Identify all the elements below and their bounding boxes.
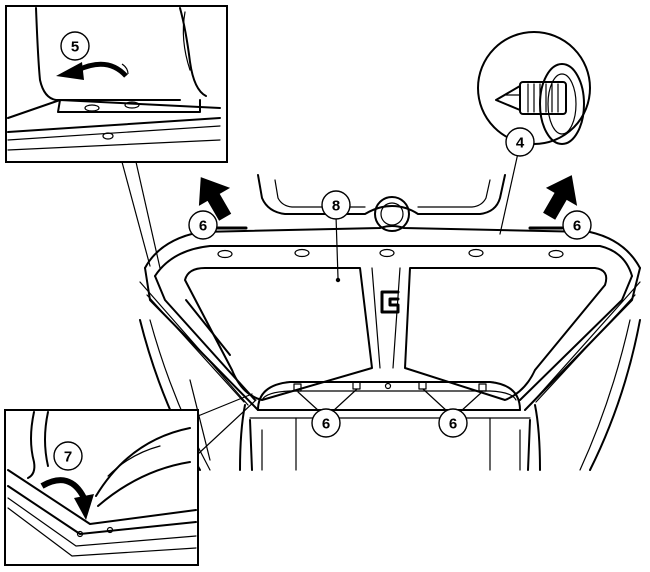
lift-arrow-left bbox=[198, 177, 248, 230]
leader-lines-6-left bbox=[297, 388, 358, 413]
callout-8: 8 bbox=[321, 190, 351, 220]
leader-line-7 bbox=[197, 393, 257, 455]
inset-detail-4 bbox=[477, 31, 591, 145]
leader-line-8 bbox=[335, 215, 339, 279]
svg-text:6: 6 bbox=[573, 218, 581, 235]
callout-6-clips-left: 6 bbox=[311, 408, 341, 438]
callout-6-left-arrow: 6 bbox=[188, 210, 218, 240]
svg-text:8: 8 bbox=[332, 198, 340, 215]
inset-panel-5 bbox=[5, 5, 228, 163]
leader-line-4 bbox=[499, 143, 521, 235]
inset-panel-7 bbox=[4, 409, 199, 566]
callout-6-right-arrow: 6 bbox=[562, 210, 592, 240]
svg-text:6: 6 bbox=[322, 416, 330, 433]
lift-arrow-right bbox=[528, 175, 578, 230]
svg-text:6: 6 bbox=[199, 218, 207, 235]
svg-text:7: 7 bbox=[64, 449, 72, 466]
svg-text:5: 5 bbox=[71, 39, 79, 56]
leader-lines-6-right bbox=[422, 388, 483, 413]
callout-5: 5 bbox=[60, 31, 90, 61]
svg-text:6: 6 bbox=[449, 416, 457, 433]
svg-text:4: 4 bbox=[516, 135, 525, 152]
callout-4: 4 bbox=[505, 127, 535, 157]
push-pin-clip-icon bbox=[495, 81, 567, 115]
headliner-panel-right bbox=[404, 267, 608, 401]
roof-rail-holes bbox=[217, 248, 564, 259]
cabin-interior-view bbox=[139, 174, 641, 471]
leader-line-5 bbox=[121, 161, 161, 269]
center-bracket bbox=[380, 290, 400, 314]
callout-7: 7 bbox=[53, 441, 83, 471]
callout-6-clips-right: 6 bbox=[438, 408, 468, 438]
